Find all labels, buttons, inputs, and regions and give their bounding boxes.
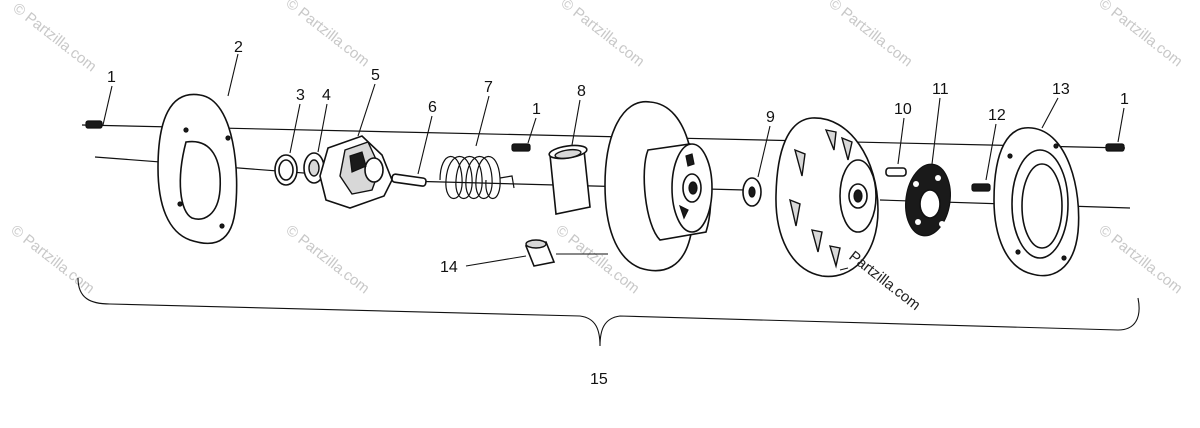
callout-14: 14 (440, 259, 458, 276)
part-11-damper (905, 97, 951, 237)
callout-11: 11 (932, 81, 949, 98)
watermark: © Partzilla.com (826, 0, 916, 70)
callout-7: 7 (484, 79, 493, 96)
callout-6: 6 (428, 99, 437, 116)
watermark: © Partzilla.com (8, 222, 98, 298)
watermark: © Partzilla.com (283, 222, 373, 298)
part-6-pin (391, 115, 433, 187)
part-9-washer (742, 125, 771, 207)
part-4-washer (303, 103, 328, 184)
watermark: © Partzilla.com (1096, 0, 1186, 70)
part-7-spring (439, 95, 515, 199)
part-1-screw-left (85, 85, 113, 129)
callout-15: 15 (590, 371, 608, 388)
watermark: © Partzilla.com (10, 0, 100, 75)
callout-8: 8 (577, 83, 586, 100)
part-5-cam (319, 83, 393, 209)
watermark: © Partzilla.com (283, 0, 373, 70)
callout-4: 4 (322, 87, 331, 104)
watermark: © Partzilla.com (558, 0, 648, 70)
part-12-screw (971, 123, 997, 192)
part-3-snap-ring (274, 103, 301, 186)
callout-10: 10 (894, 101, 912, 118)
part-10-roller (885, 117, 907, 177)
callout-labels: 1 2 3 4 5 6 7 1 8 9 10 11 12 13 1 14 15 (107, 39, 1129, 388)
callout-1-left: 1 (107, 69, 116, 86)
callout-9: 9 (766, 109, 775, 126)
stationary-sheave (775, 117, 879, 278)
callout-13: 13 (1052, 81, 1070, 98)
callout-1-middle: 1 (532, 101, 541, 118)
moveable-sheave (604, 101, 713, 272)
callout-12: 12 (988, 107, 1006, 124)
part-1-screw-right (1105, 107, 1125, 152)
part-8-bushing (548, 99, 591, 215)
callout-1-right: 1 (1120, 91, 1129, 108)
watermark: © Partzilla.com (1096, 222, 1186, 298)
part-1-screw-middle (511, 117, 537, 152)
callout-2: 2 (234, 39, 243, 56)
callout-3: 3 (296, 87, 305, 104)
assembly-bracket (77, 277, 1140, 347)
watermark-overlay: Partzilla.com (846, 248, 924, 314)
part-13-cover (993, 97, 1080, 277)
part-2-cover-plate (157, 53, 239, 245)
callout-5: 5 (371, 67, 380, 84)
part-14-button (465, 239, 608, 267)
